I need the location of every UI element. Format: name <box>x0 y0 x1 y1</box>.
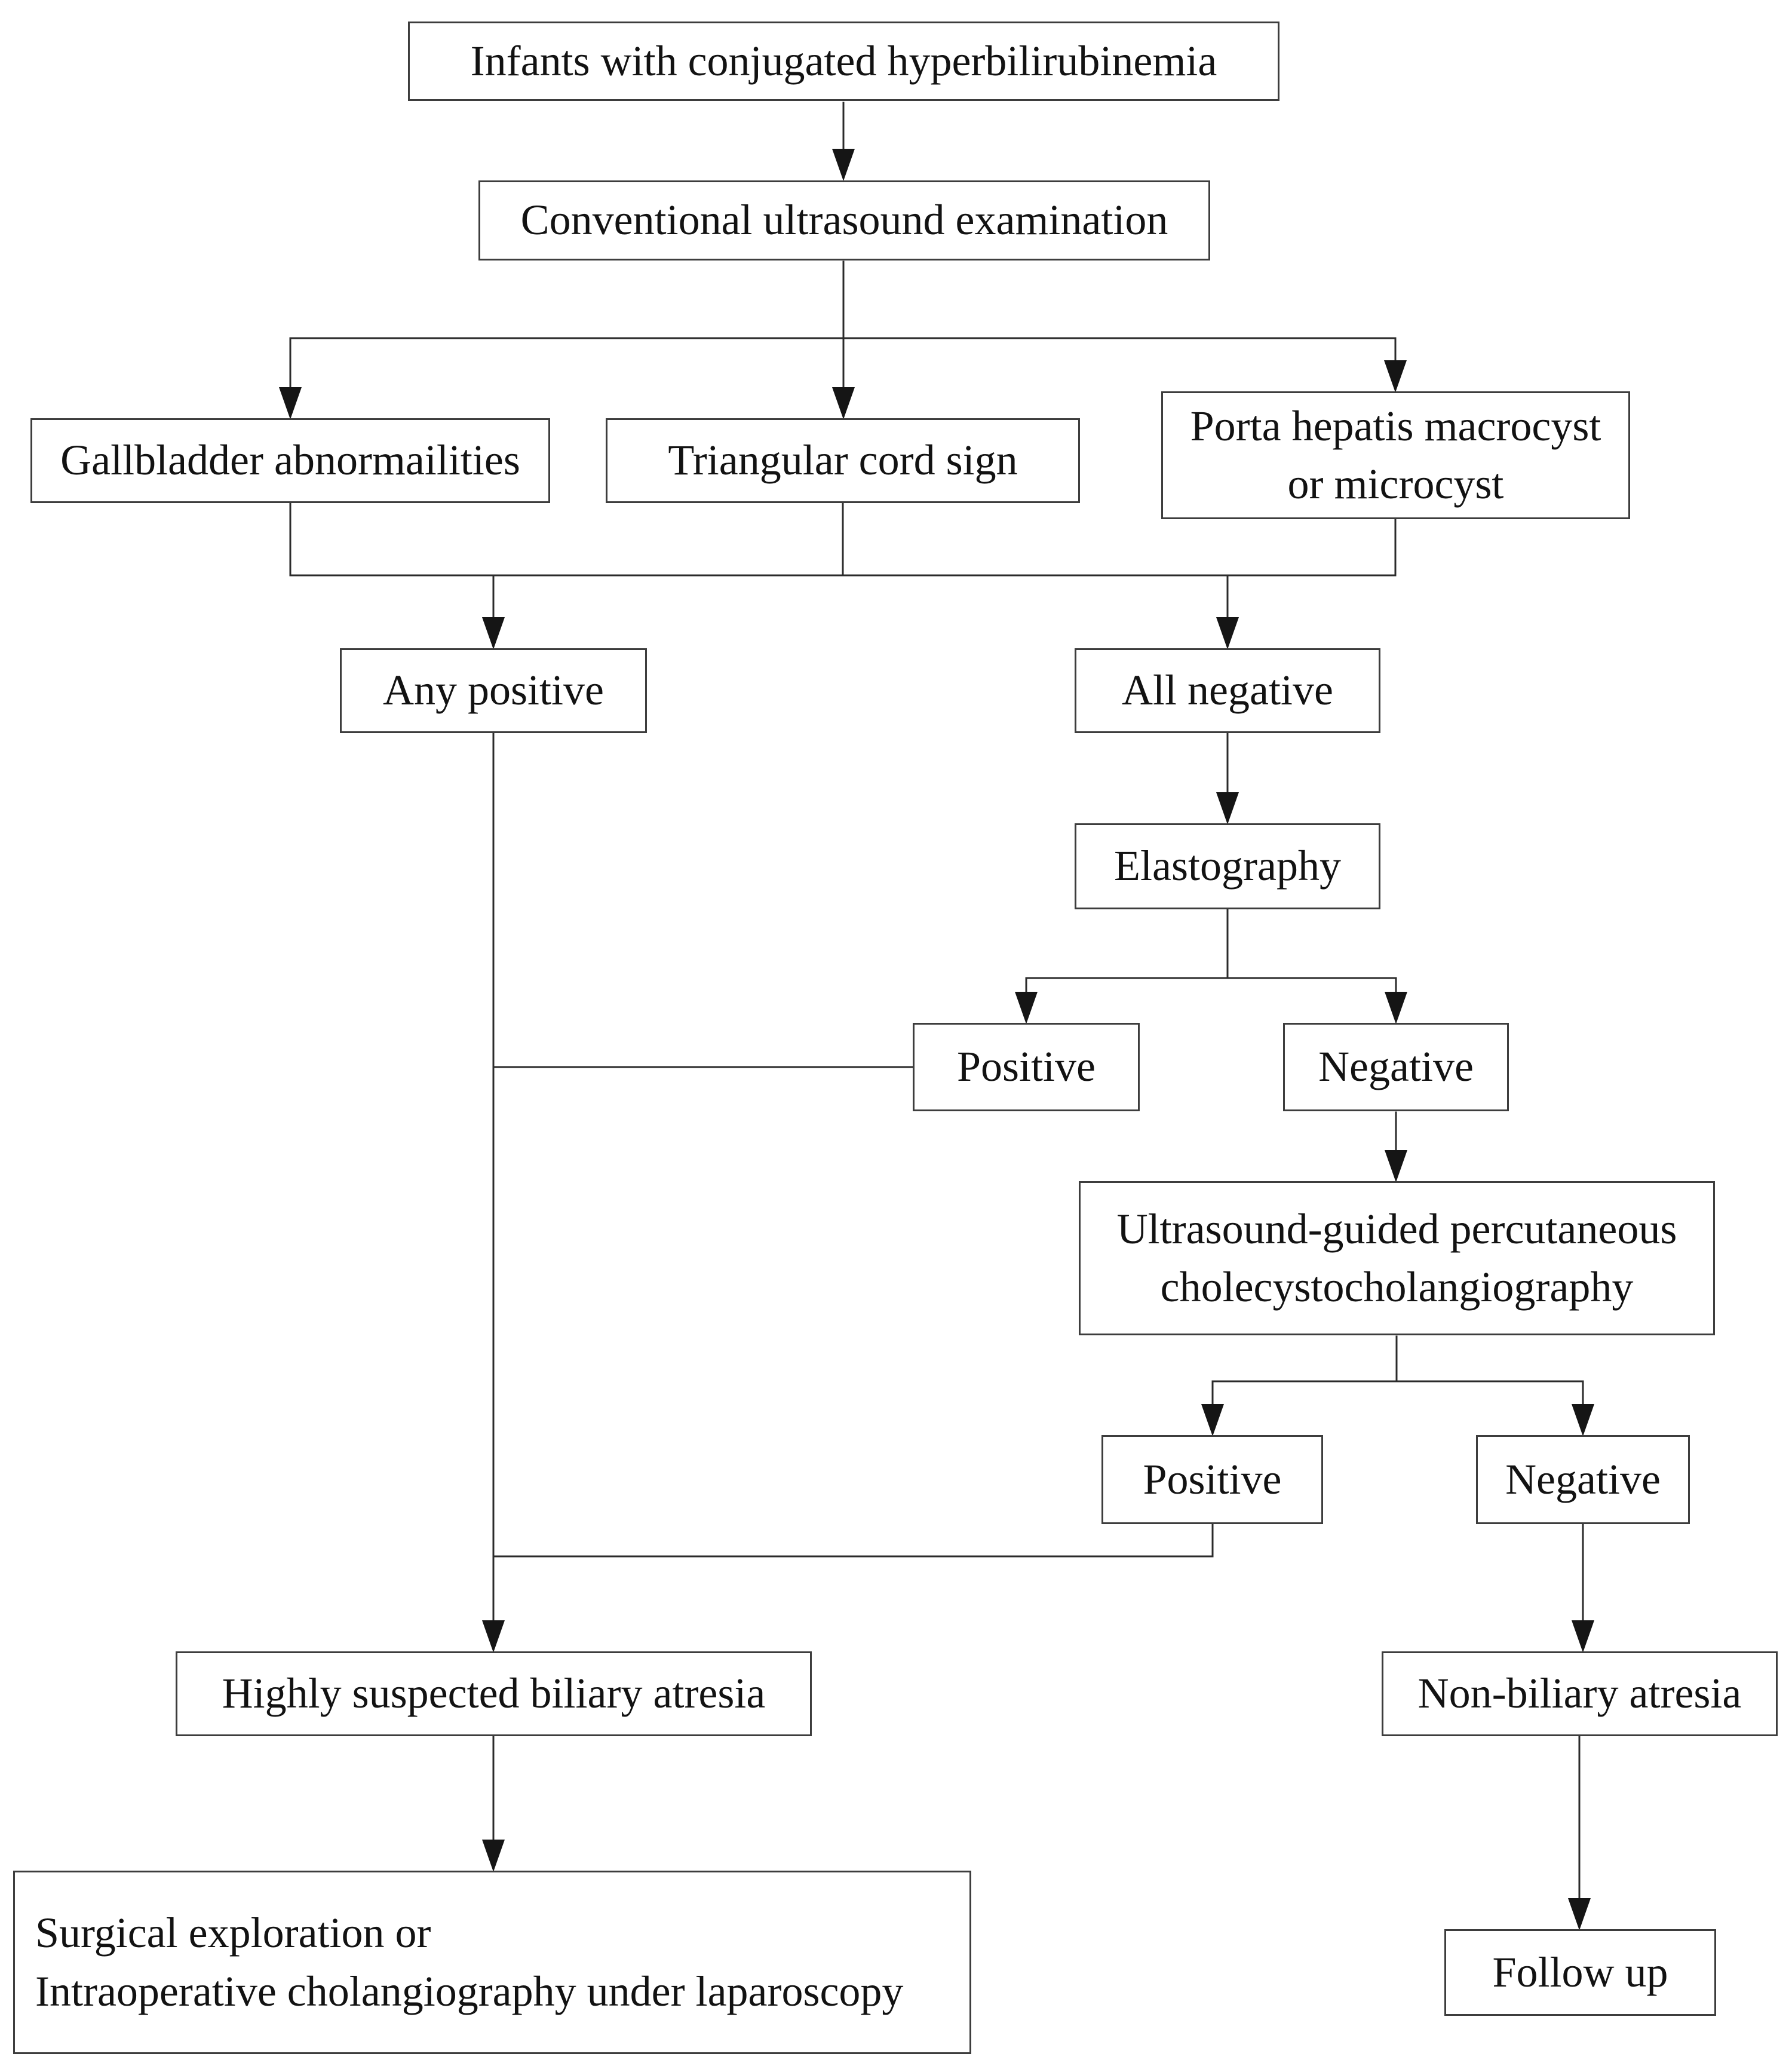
node-highly-suspected-biliary-atresia-label: Highly suspected biliary atresia <box>222 1669 766 1718</box>
arrowhead-to-chol-positive <box>1201 1404 1224 1436</box>
node-conventional-ultrasound: Conventional ultrasound examination <box>478 180 1210 260</box>
node-surgical-exploration-line1: Surgical exploration or <box>35 1909 431 1957</box>
node-non-biliary-atresia: Non-biliary atresia <box>1382 1651 1778 1736</box>
node-elastography-positive: Positive <box>913 1023 1140 1111</box>
edge-lines <box>289 102 1584 1899</box>
node-all-negative: All negative <box>1075 648 1380 733</box>
node-porta-hepatis-cyst-line1: Porta hepatis macrocyst <box>1190 401 1601 450</box>
arrowhead-to-elasto-positive <box>1015 992 1038 1024</box>
node-gallbladder-abnormalities-label: Gallbladder abnormailities <box>60 436 520 485</box>
arrowheads <box>279 149 1594 1930</box>
node-infants: Infants with conjugated hyperbilirubinem… <box>408 22 1279 101</box>
node-gallbladder-abnormalities: Gallbladder abnormailities <box>30 418 550 503</box>
node-cholangiography-negative: Negative <box>1476 1435 1690 1524</box>
node-infants-label: Infants with conjugated hyperbilirubinem… <box>470 36 1217 85</box>
node-any-positive: Any positive <box>340 648 647 733</box>
arrowhead-to-non-biliary <box>1572 1620 1594 1653</box>
arrowhead-to-any-positive <box>482 617 505 649</box>
arrowhead-to-porta <box>1384 360 1407 393</box>
node-porta-hepatis-cyst: Porta hepatis macrocyst or microcyst <box>1161 391 1630 519</box>
node-triangular-cord-sign: Triangular cord sign <box>606 418 1080 503</box>
node-follow-up: Follow up <box>1444 1929 1716 2016</box>
node-any-positive-label: Any positive <box>383 666 604 715</box>
arrowhead-to-chol-negative <box>1572 1404 1594 1436</box>
node-elastography-label: Elastography <box>1114 842 1341 890</box>
arrowhead-to-cholangiography <box>1385 1150 1407 1182</box>
node-all-negative-label: All negative <box>1122 666 1333 715</box>
arrowhead-to-highly-suspected <box>482 1620 505 1653</box>
node-surgical-exploration: Surgical exploration or Intraoperative c… <box>13 1871 971 2054</box>
node-highly-suspected-biliary-atresia: Highly suspected biliary atresia <box>176 1651 812 1736</box>
arrowhead-to-conventional <box>832 149 855 181</box>
node-cholecystocholangiography-line1: Ultrasound-guided percutaneous <box>1116 1204 1677 1253</box>
node-non-biliary-atresia-label: Non-biliary atresia <box>1417 1669 1742 1718</box>
arrowhead-to-triangular <box>832 387 855 419</box>
node-elastography-negative: Negative <box>1283 1023 1509 1111</box>
arrowhead-to-elasto-negative <box>1385 992 1407 1024</box>
node-cholangiography-positive-label: Positive <box>1143 1455 1282 1503</box>
arrowhead-to-gallbladder <box>279 387 302 419</box>
node-triangular-cord-sign-label: Triangular cord sign <box>668 436 1018 485</box>
node-conventional-ultrasound-label: Conventional ultrasound examination <box>520 196 1168 244</box>
arrowhead-to-all-negative <box>1216 617 1239 649</box>
node-cholangiography-negative-label: Negative <box>1505 1455 1661 1503</box>
arrowhead-to-surgical <box>482 1840 505 1872</box>
arrowhead-to-elastography <box>1216 792 1239 824</box>
node-cholecystocholangiography: Ultrasound-guided percutaneous cholecyst… <box>1079 1181 1715 1335</box>
node-cholecystocholangiography-line2: cholecystocholangiography <box>1160 1263 1634 1311</box>
node-elastography-negative-label: Negative <box>1318 1043 1474 1091</box>
node-porta-hepatis-cyst-line2: or microcyst <box>1287 460 1504 508</box>
node-elastography-positive-label: Positive <box>956 1043 1096 1091</box>
node-surgical-exploration-line2: Intraoperative cholangiography under lap… <box>35 1967 904 2015</box>
node-cholangiography-positive: Positive <box>1101 1435 1323 1524</box>
node-follow-up-label: Follow up <box>1492 1948 1668 1996</box>
node-elastography: Elastography <box>1075 823 1380 909</box>
arrowhead-to-follow-up <box>1568 1898 1591 1930</box>
